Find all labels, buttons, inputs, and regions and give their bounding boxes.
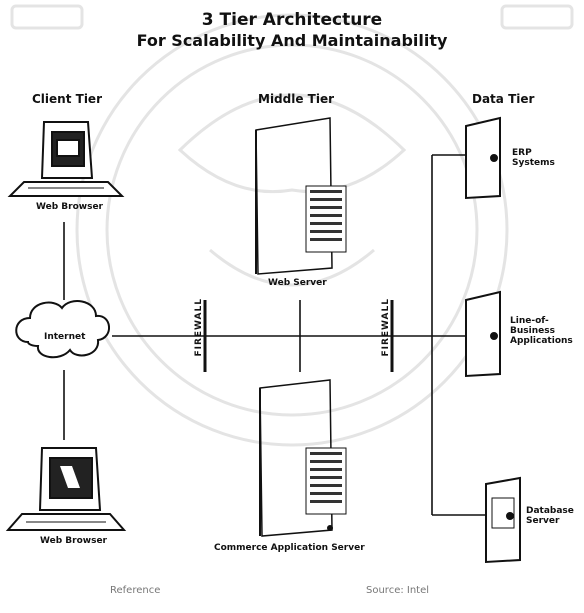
firewall-left-label: FIREWALL xyxy=(194,298,204,357)
data-tier-heading: Data Tier xyxy=(472,92,534,106)
server-icon xyxy=(256,118,346,274)
laptop-icon xyxy=(10,122,122,196)
line-of-business-label: Line-of- Business Applications xyxy=(510,316,573,346)
server-icon xyxy=(260,380,346,536)
internet-cloud-icon xyxy=(16,301,109,357)
database-server-icon xyxy=(486,478,520,562)
database-server-label: Database Server xyxy=(526,506,574,526)
client-tier-heading: Client Tier xyxy=(32,92,102,106)
erp-system-icon xyxy=(466,118,500,198)
application-server-icon xyxy=(466,292,500,376)
web-browser-label-bottom: Web Browser xyxy=(40,536,107,546)
watermark-seal xyxy=(12,6,572,445)
firewall-right-label: FIREWALL xyxy=(381,298,391,357)
web-server-label: Web Server xyxy=(268,278,327,288)
laptop-icon xyxy=(8,448,124,530)
diagram-subtitle: For Scalability And Maintainability xyxy=(0,31,584,50)
network-lines xyxy=(64,155,486,515)
footer-source: Source: Intel xyxy=(366,585,429,596)
middle-tier-heading: Middle Tier xyxy=(258,92,334,106)
diagram-title: 3 Tier Architecture xyxy=(0,10,584,30)
commerce-server-label: Commerce Application Server xyxy=(214,543,365,553)
footer-reference: Reference xyxy=(110,585,160,596)
erp-label: ERP Systems xyxy=(512,148,555,168)
web-browser-label-top: Web Browser xyxy=(36,202,103,212)
internet-label: Internet xyxy=(44,332,85,342)
